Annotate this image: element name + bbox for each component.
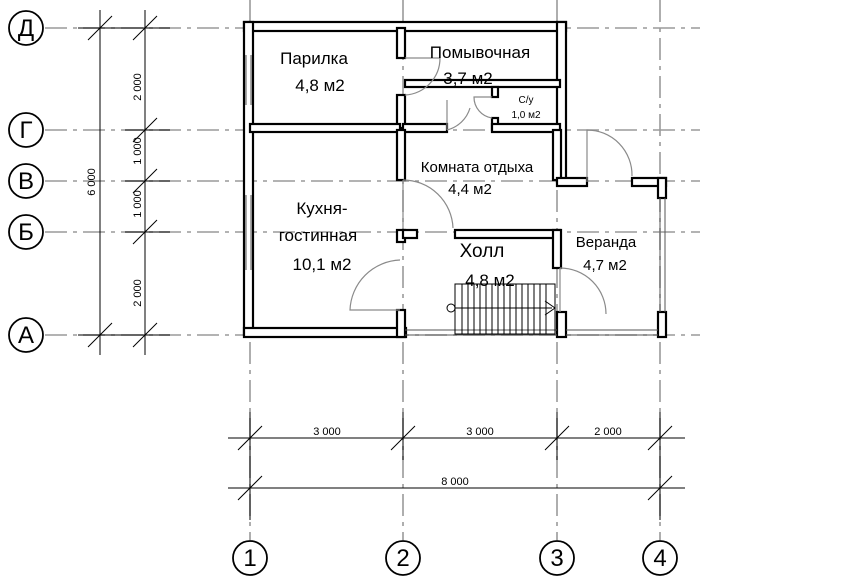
wall-g-line-2 (490, 122, 562, 134)
dim-horizontal-2: 3 000 (466, 426, 494, 438)
door-otdyh (446, 100, 471, 131)
axis-bubble-3 (539, 540, 575, 576)
room-parilka-name: Парилка (280, 49, 348, 68)
door-parilka (404, 57, 441, 96)
windows (245, 55, 666, 336)
axis-bubble-v (8, 163, 44, 199)
door-veranda (559, 267, 607, 315)
wall-kitchen-east-low (395, 308, 407, 339)
wall-bottom-left (242, 326, 408, 339)
horizontal-dimensions: 3 000 3 000 2 000 8 000 (228, 412, 685, 520)
door-entrance (586, 129, 633, 182)
axis-label-1: 1 (243, 545, 256, 572)
axis-bubble-2 (385, 540, 421, 576)
dim-horizontal-total: 8 000 (441, 476, 469, 488)
wall-g-line (401, 122, 449, 134)
door-kitchen-top (402, 179, 454, 229)
wall-pomyv-south (403, 78, 562, 89)
axis-bubble-1 (232, 540, 268, 576)
wall-holl-north (401, 228, 419, 240)
wall-parilka-south (248, 122, 402, 134)
veranda-post-nw (555, 176, 589, 188)
dim-vertical-total: 6 000 (86, 168, 98, 196)
axis-label-2: 2 (396, 545, 409, 572)
wall-holl-north-2 (453, 228, 562, 240)
wall-su-west (490, 85, 500, 99)
axis-bubbles: Д Г В Б А 1 2 3 4 (8, 10, 678, 576)
room-kuhnya-area: 10,1 м2 (293, 255, 352, 274)
veranda-post-e (656, 176, 668, 200)
dim-vertical-2: 1 000 (132, 137, 144, 165)
axis-label-4: 4 (653, 545, 666, 572)
wall-axis3-low (551, 228, 563, 270)
door-su (473, 96, 493, 119)
door-kitchen-holl (349, 259, 401, 311)
walls (242, 20, 668, 339)
wall-kitchen-east (395, 128, 407, 182)
wall-bottom-right (555, 310, 568, 339)
axis-label-g: Г (20, 117, 33, 144)
veranda-post-se (656, 310, 668, 339)
doors (349, 57, 633, 315)
room-su-name: С/у (519, 95, 534, 106)
room-parilka-area: 4,8 м2 (295, 76, 345, 95)
room-holl-name: Холл (460, 241, 505, 262)
axis-label-a: А (18, 322, 34, 349)
room-veranda-name: Веранда (576, 234, 637, 251)
axis-label-3: 3 (550, 545, 563, 572)
dim-vertical-1: 2 000 (132, 73, 144, 101)
axis-bubble-b (8, 214, 44, 250)
wall-parilka-east (395, 26, 407, 60)
room-veranda-area: 4,7 м2 (583, 257, 627, 274)
stair (446, 283, 556, 335)
room-pomyv-name: Помывочная (430, 43, 530, 62)
vertical-dimensions: 6 000 2 000 1 000 1 000 2 000 (78, 10, 170, 355)
room-su-area: 1,0 м2 (511, 110, 541, 121)
axis-label-d: Д (18, 15, 34, 42)
dim-horizontal-3: 2 000 (594, 426, 622, 438)
axis-bubble-d (8, 10, 44, 46)
room-kuhnya-name2: гостинная (279, 226, 358, 245)
wall-axis3-mid (551, 128, 563, 182)
room-pomyv-area: 3,7 м2 (443, 69, 493, 88)
axis-bubble-a (8, 317, 44, 353)
room-otdyh-name: Комната отдыха (421, 159, 534, 176)
dim-vertical-4: 2 000 (132, 279, 144, 307)
axis-bubble-4 (642, 540, 678, 576)
room-labels: Парилка 4,8 м2 Помывочная 3,7 м2 С/у 1,0… (279, 43, 637, 290)
room-kuhnya-name1: Кухня- (296, 199, 347, 218)
room-otdyh-area: 4,4 м2 (448, 181, 492, 198)
wall-left (242, 20, 255, 337)
room-holl-area: 4,8 м2 (465, 271, 515, 290)
axis-bubble-g (8, 112, 44, 148)
dim-vertical-3: 1 000 (132, 190, 144, 218)
axis-label-v: В (18, 168, 34, 195)
dim-horizontal-1: 3 000 (313, 426, 341, 438)
axis-label-b: Б (18, 219, 34, 246)
